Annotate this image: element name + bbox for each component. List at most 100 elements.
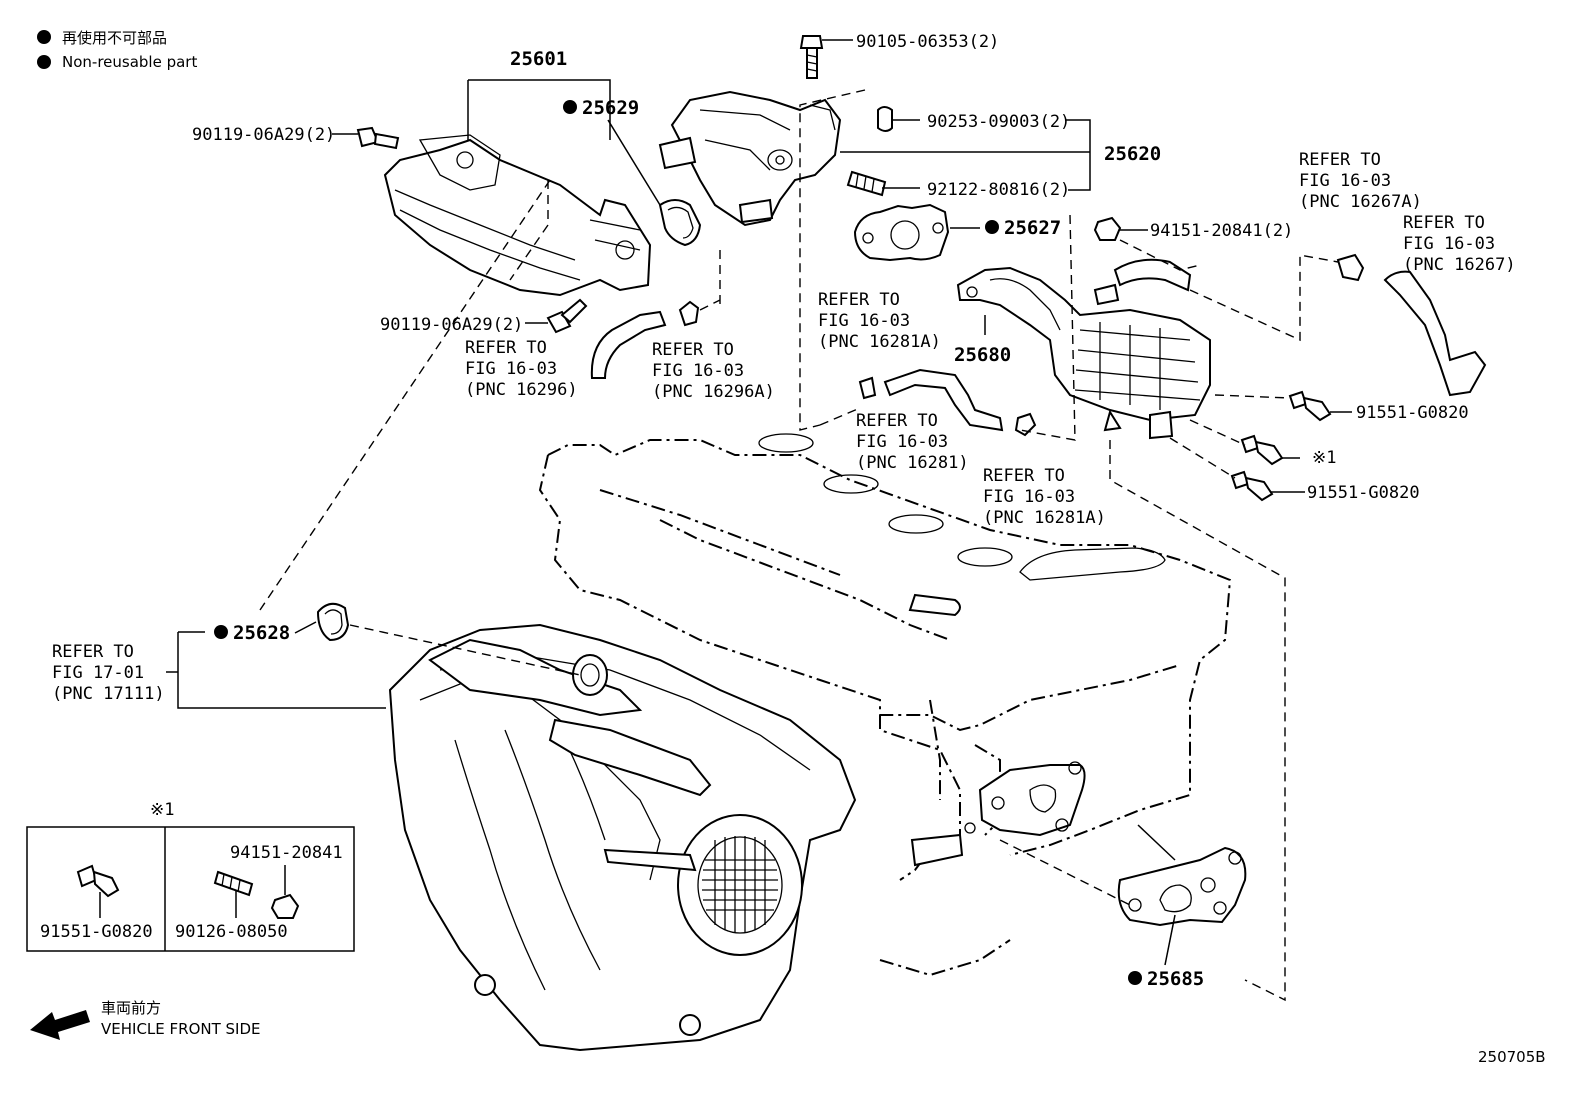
svg-text:(PNC 16281A): (PNC 16281A)	[983, 508, 1106, 528]
label-25620: 25620	[1104, 143, 1161, 165]
refer-16267a: REFER TO FIG 16-03 (PNC 16267A)	[1299, 150, 1422, 212]
label-25680: 25680	[954, 344, 1011, 366]
callouts: 25601 25629 90105-06353(2) 90253-09003(2…	[192, 32, 1469, 990]
leader-lines	[166, 39, 1352, 966]
svg-text:FIG 16-03: FIG 16-03	[1403, 234, 1495, 254]
non-reusable-dot-icon	[563, 100, 577, 114]
inset-stud-icon	[213, 870, 254, 897]
bolt-90119-bottom	[546, 298, 588, 334]
gasket-25685	[1117, 846, 1247, 927]
svg-text:FIG 16-03: FIG 16-03	[983, 487, 1075, 507]
egr-pipe	[383, 134, 652, 297]
throttle-grid	[702, 836, 778, 932]
svg-text:REFER TO: REFER TO	[652, 340, 734, 360]
svg-text:FIG 17-01: FIG 17-01	[52, 663, 144, 683]
refer-17111: REFER TO FIG 17-01 (PNC 17111)	[52, 642, 165, 704]
legend-en: Non-reusable part	[62, 53, 197, 71]
label-90119-top: 90119-06A29(2)	[192, 125, 335, 145]
clip-16267a	[1336, 253, 1365, 282]
label-note-1: ※1	[1312, 448, 1336, 468]
label-25628: 25628	[233, 622, 290, 644]
svg-text:(PNC 17111): (PNC 17111)	[52, 684, 165, 704]
connector-16281a	[858, 376, 877, 400]
svg-text:(PNC 16296): (PNC 16296)	[465, 380, 578, 400]
svg-text:FIG 16-03: FIG 16-03	[1299, 171, 1391, 191]
intake-manifold	[388, 623, 857, 1052]
bolt-91551-a	[1288, 390, 1332, 422]
vehicle-front-indicator: 車両前方 VEHICLE FRONT SIDE	[30, 999, 261, 1040]
svg-text:REFER TO: REFER TO	[1403, 213, 1485, 233]
svg-text:(PNC 16281A): (PNC 16281A)	[818, 332, 941, 352]
clip-16281a	[1014, 412, 1037, 437]
svg-text:REFER TO: REFER TO	[1299, 150, 1381, 170]
non-reusable-dot-icon	[37, 30, 51, 44]
bolt-91551-b	[1230, 470, 1274, 502]
svg-text:REFER TO: REFER TO	[856, 411, 938, 431]
gasket-25627	[853, 203, 950, 262]
label-25629: 25629	[582, 97, 639, 119]
egr-valve	[658, 90, 842, 227]
direction-jp: 車両前方	[101, 999, 161, 1017]
label-25601: 25601	[510, 48, 567, 70]
label-25627: 25627	[1004, 217, 1061, 239]
svg-text:(PNC 16267A): (PNC 16267A)	[1299, 192, 1422, 212]
hose-16281	[883, 368, 1004, 432]
svg-text:REFER TO: REFER TO	[465, 338, 547, 358]
svg-text:(PNC 16296A): (PNC 16296A)	[652, 382, 775, 402]
engine-outline	[538, 433, 1232, 977]
svg-text:FIG 16-03: FIG 16-03	[818, 311, 910, 331]
non-reusable-dot-icon	[37, 55, 51, 69]
clip-16296a	[678, 300, 700, 327]
bolt-90105	[799, 35, 824, 79]
direction-en: VEHICLE FRONT SIDE	[101, 1020, 261, 1038]
gasket-25629	[658, 199, 702, 247]
egr-cooler	[956, 266, 1211, 440]
hose-16267	[1113, 258, 1192, 292]
bolt-note	[1240, 434, 1284, 466]
svg-text:REFER TO: REFER TO	[818, 290, 900, 310]
inset-bolt-icon	[76, 864, 120, 898]
refer-16281: REFER TO FIG 16-03 (PNC 16281)	[856, 411, 969, 473]
refer-16281a-top: REFER TO FIG 16-03 (PNC 16281A)	[818, 290, 941, 352]
refer-16267: REFER TO FIG 16-03 (PNC 16267)	[1403, 213, 1516, 275]
gasket-25628	[316, 602, 350, 642]
label-92122: 92122-80816(2)	[927, 180, 1070, 200]
hose-16267-right	[1383, 270, 1487, 397]
legend-jp: 再使用不可部品	[62, 29, 167, 47]
svg-text:FIG 16-03: FIG 16-03	[856, 432, 948, 452]
stud-92122	[846, 170, 887, 197]
inset-note: ※1	[150, 800, 174, 820]
svg-text:FIG 16-03: FIG 16-03	[465, 359, 557, 379]
svg-text:FIG 16-03: FIG 16-03	[652, 361, 744, 381]
label-90105: 90105-06353(2)	[856, 32, 999, 52]
nut-94151	[1093, 216, 1122, 241]
inset-label-90126: 90126-08050	[175, 922, 288, 942]
non-reusable-dot-icon	[214, 625, 228, 639]
bolt-90119-top	[356, 126, 400, 150]
dashed-guides	[259, 89, 1339, 1002]
label-91551-b: 91551-G0820	[1307, 483, 1420, 503]
svg-text:(PNC 16267): (PNC 16267)	[1403, 255, 1516, 275]
non-reusable-dot-icon	[1128, 971, 1142, 985]
label-25685: 25685	[1147, 968, 1204, 990]
svg-text:(PNC 16281): (PNC 16281)	[856, 453, 969, 473]
inset-label-94151: 94151-20841	[230, 843, 343, 863]
non-reusable-dot-icon	[985, 220, 999, 234]
inset-nut-icon	[270, 893, 300, 919]
refer-16296: REFER TO FIG 16-03 (PNC 16296)	[465, 338, 578, 400]
label-91551-a: 91551-G0820	[1356, 403, 1469, 423]
hose-16296	[590, 310, 667, 379]
legend: 再使用不可部品 Non-reusable part	[37, 29, 197, 71]
inset-box: ※1 91551-G0820 90126-08050 94151-20841	[26, 800, 355, 952]
svg-text:REFER TO: REFER TO	[983, 466, 1065, 486]
refer-16296a: REFER TO FIG 16-03 (PNC 16296A)	[652, 340, 775, 402]
pin-90253	[877, 106, 893, 132]
label-90253: 90253-09003(2)	[927, 112, 1070, 132]
refer-16281a-bottom: REFER TO FIG 16-03 (PNC 16281A)	[983, 466, 1106, 528]
front-arrow-icon	[30, 1010, 90, 1040]
svg-text:REFER TO: REFER TO	[52, 642, 134, 662]
inset-label-91551: 91551-G0820	[40, 922, 153, 942]
refer-labels: REFER TO FIG 16-03 (PNC 16296) REFER TO …	[52, 150, 1516, 704]
figure-id: 250705B	[1478, 1048, 1546, 1066]
